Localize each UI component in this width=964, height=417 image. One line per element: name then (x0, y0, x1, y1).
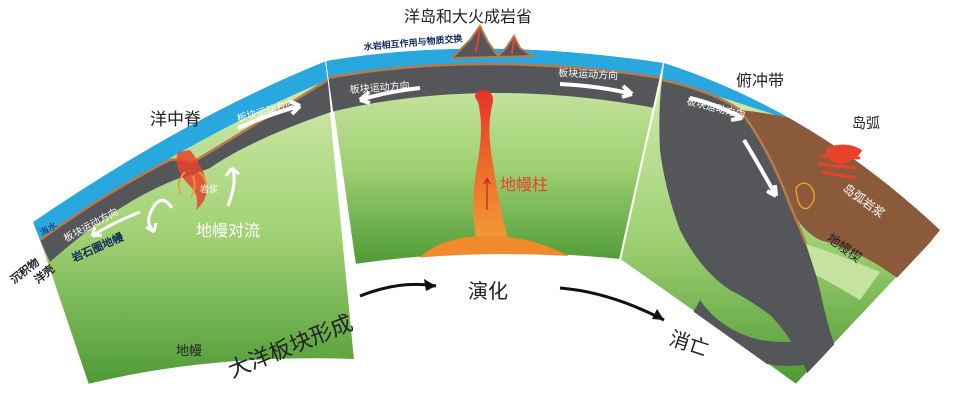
ridge-convection-left (147, 198, 174, 234)
plume-label: 地幔柱 (500, 175, 548, 194)
ridge-magma (176, 150, 207, 210)
ridge-plate-arrow-left (91, 210, 141, 238)
ridge-magma-label: 岩浆 (200, 183, 218, 195)
subduction-mantle-wedge (806, 244, 880, 300)
subduction-slab-tail (690, 300, 826, 366)
plume-title: 洋岛和大火成岩省 (404, 7, 532, 26)
plume-volcanic-island (449, 24, 536, 60)
plume-plate-motion-left: 板块运动方向 (349, 79, 410, 96)
plume-panel: 洋岛和大火成岩省 水岩相互作用与物质交换 板块运动方向 板块运动方向 地幔柱 (324, 7, 666, 267)
subduction-title: 俯冲带 (736, 71, 784, 90)
subduction-island-arc-label: 岛弧 (852, 116, 880, 132)
subduction-melt-zone (795, 182, 815, 210)
subduction-slab-top (661, 78, 808, 245)
ridge-title: 洋中脊 (150, 110, 201, 130)
flow-evolution-label: 演化 (468, 279, 508, 303)
flow-arrow-formation (359, 282, 437, 298)
subduction-arc-crust (740, 110, 940, 280)
subduction-panel: 俯冲带 板块运动方向 岛弧 岛弧岩浆 地幔楔 (618, 61, 943, 387)
ridge-plate-arrow-right (237, 104, 301, 130)
subduction-slab (659, 80, 840, 380)
plume-conduit (473, 90, 508, 240)
ridge-magma-veins (177, 171, 207, 199)
plume-plate-arrow-right (559, 82, 633, 96)
plume-plate-motion-right: 板块运动方向 (558, 66, 619, 82)
ridge-convection-label: 地幔对流 (196, 221, 260, 240)
ridge-panel: 洋中脊 板块运动方向 板块运动方向 海水 岩石圈地幔 沉积物 洋壳 岩浆 地幔对… (7, 59, 357, 387)
flow-arrow-evolution (559, 286, 665, 322)
ridge-mantle-label: 地幔 (176, 344, 202, 359)
plume-lithosphere (328, 64, 662, 112)
plume-volcano-vents (475, 27, 515, 55)
subduction-magma-dikes (817, 154, 861, 180)
subduction-slab-arrow (742, 138, 778, 197)
plume-crust-line (327, 62, 663, 80)
flow-demise-label: 消亡 (666, 326, 711, 361)
